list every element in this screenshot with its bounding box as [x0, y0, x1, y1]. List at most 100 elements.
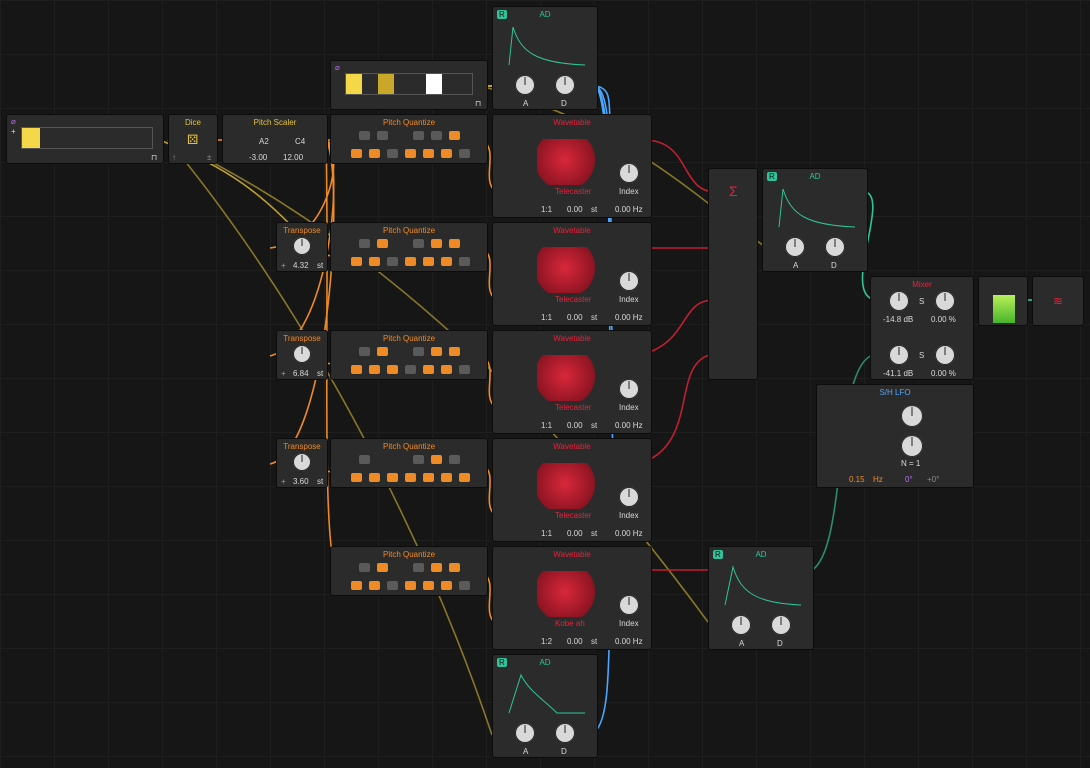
wavetable-3[interactable]: Wavetable Telecaster Index 1:1 0.00 st 0…: [492, 330, 652, 434]
ch1-pan[interactable]: 0.00 %: [931, 315, 956, 324]
ch2-level[interactable]: -41.1 dB: [883, 369, 914, 378]
offset[interactable]: 0.00: [567, 637, 583, 646]
lfo-rate[interactable]: 0.15: [849, 475, 865, 484]
attack-knob[interactable]: [515, 723, 535, 743]
trigger-icon: ↑: [172, 153, 176, 162]
offset[interactable]: 0.00: [567, 313, 583, 322]
plus-icon[interactable]: +: [11, 127, 16, 136]
wavetable-2[interactable]: Wavetable Telecaster Index 1:1 0.00 st 0…: [492, 222, 652, 326]
decay-knob[interactable]: [555, 723, 575, 743]
ad-envelope-top[interactable]: R AD A D: [492, 6, 598, 110]
pitch-quantize-2[interactable]: Pitch Quantize: [330, 222, 488, 272]
transpose-value[interactable]: 6.84: [293, 369, 309, 378]
index-knob[interactable]: [619, 163, 639, 183]
audio-output[interactable]: ≋: [1032, 276, 1084, 326]
step-sequencer[interactable]: ⌀ + ⊓: [6, 114, 164, 164]
index-knob[interactable]: [619, 379, 639, 399]
random-icon[interactable]: ⌀: [11, 117, 16, 126]
transpose-module-2[interactable]: Transpose + 6.84 st: [276, 330, 328, 380]
retrigger-badge[interactable]: R: [497, 10, 507, 19]
ratio[interactable]: 1:1: [541, 529, 553, 538]
transpose-value[interactable]: 4.32: [293, 261, 309, 270]
wavetable-5[interactable]: Wavetable Kobe ah Index 1:2 0.00 st 0.00…: [492, 546, 652, 650]
offset[interactable]: 0.00: [567, 421, 583, 430]
index-knob[interactable]: [619, 595, 639, 615]
transpose-value[interactable]: 3.60: [293, 477, 309, 486]
pitch-scaler-module[interactable]: Pitch Scaler A2 C4 -3.00 12.00: [222, 114, 328, 164]
step-sequencer-top[interactable]: ⌀ ⊓: [330, 60, 488, 110]
decay-knob[interactable]: [555, 75, 575, 95]
retrigger-badge[interactable]: R: [713, 550, 723, 559]
low-value[interactable]: -3.00: [249, 153, 268, 162]
pitch-quantize-3[interactable]: Pitch Quantize: [330, 330, 488, 380]
wavetable-name[interactable]: Telecaster: [555, 511, 592, 520]
lfo-offset[interactable]: +0°: [927, 475, 940, 484]
pitch-quantize-4[interactable]: Pitch Quantize: [330, 438, 488, 488]
decay-knob[interactable]: [825, 237, 845, 257]
freq[interactable]: 0.00 Hz: [615, 313, 643, 322]
transpose-module-1[interactable]: Transpose + 4.32 st: [276, 222, 328, 272]
dice-module[interactable]: Dice ⚄ ↑ ±: [168, 114, 218, 164]
ratio[interactable]: 1:1: [541, 313, 553, 322]
shape-knob[interactable]: [901, 435, 923, 457]
attack-label: A: [739, 639, 745, 648]
random-icon[interactable]: ⌀: [335, 63, 340, 72]
lfo-rate-unit[interactable]: Hz: [873, 475, 883, 484]
transpose-knob[interactable]: [293, 345, 311, 363]
freq[interactable]: 0.00 Hz: [615, 637, 643, 646]
high-value[interactable]: 12.00: [283, 153, 304, 162]
ch1-level[interactable]: -14.8 dB: [883, 315, 914, 324]
ad-envelope-bottom[interactable]: R AD A D: [492, 654, 598, 758]
ch2-pan-knob[interactable]: [935, 345, 955, 365]
index-knob[interactable]: [619, 271, 639, 291]
offset-unit: st: [591, 529, 598, 538]
wavetable-name[interactable]: Telecaster: [555, 187, 592, 196]
lfo-n[interactable]: N = 1: [901, 459, 921, 468]
ratio[interactable]: 1:1: [541, 205, 553, 214]
ratio[interactable]: 1:1: [541, 421, 553, 430]
lfo-phase[interactable]: 0°: [905, 475, 913, 484]
attack-knob[interactable]: [785, 237, 805, 257]
freq[interactable]: 0.00 Hz: [615, 529, 643, 538]
step-grid[interactable]: [21, 127, 153, 149]
wavetable-display: [537, 463, 599, 509]
decay-knob[interactable]: [771, 615, 791, 635]
solo-button[interactable]: S: [919, 351, 925, 360]
sh-lfo-module[interactable]: S/H LFO N = 1 0.15 Hz 0° +0°: [816, 384, 974, 488]
pitch-quantize-1[interactable]: Pitch Quantize: [330, 114, 488, 164]
wavetable-name[interactable]: Kobe ah: [555, 619, 585, 628]
ratio[interactable]: 1:2: [541, 637, 553, 646]
offset[interactable]: 0.00: [567, 205, 583, 214]
ad-envelope-bottom-right[interactable]: R AD A D: [708, 546, 814, 650]
solo-button[interactable]: S: [919, 297, 925, 306]
transpose-knob[interactable]: [293, 453, 311, 471]
index-label: Index: [619, 511, 639, 520]
high-note[interactable]: C4: [295, 137, 306, 146]
attack-knob[interactable]: [515, 75, 535, 95]
ch2-pan[interactable]: 0.00 %: [931, 369, 956, 378]
retrigger-badge[interactable]: R: [497, 658, 507, 667]
freq[interactable]: 0.00 Hz: [615, 205, 643, 214]
wavetable-4[interactable]: Wavetable Telecaster Index 1:1 0.00 st 0…: [492, 438, 652, 542]
retrigger-badge[interactable]: R: [767, 172, 777, 181]
wavetable-name[interactable]: Telecaster: [555, 295, 592, 304]
rate-knob[interactable]: [901, 405, 923, 427]
offset[interactable]: 0.00: [567, 529, 583, 538]
index-knob[interactable]: [619, 487, 639, 507]
transpose-knob[interactable]: [293, 237, 311, 255]
sum-module[interactable]: Σ: [708, 168, 758, 380]
low-note[interactable]: A2: [259, 137, 269, 146]
pitch-quantize-5[interactable]: Pitch Quantize: [330, 546, 488, 596]
wavetable-1[interactable]: Wavetable Telecaster Index 1:1 0.00 st 0…: [492, 114, 652, 218]
mixer-module[interactable]: Mixer S -14.8 dB 0.00 % S -41.1 dB 0.00 …: [870, 276, 974, 380]
ch1-level-knob[interactable]: [889, 291, 909, 311]
dice-icon: ⚄: [187, 132, 199, 147]
freq[interactable]: 0.00 Hz: [615, 421, 643, 430]
transpose-module-3[interactable]: Transpose + 3.60 st: [276, 438, 328, 488]
ch2-level-knob[interactable]: [889, 345, 909, 365]
attack-knob[interactable]: [731, 615, 751, 635]
wavetable-name[interactable]: Telecaster: [555, 403, 592, 412]
step-grid[interactable]: [345, 73, 473, 95]
ad-envelope-right[interactable]: R AD A D: [762, 168, 868, 272]
ch1-pan-knob[interactable]: [935, 291, 955, 311]
